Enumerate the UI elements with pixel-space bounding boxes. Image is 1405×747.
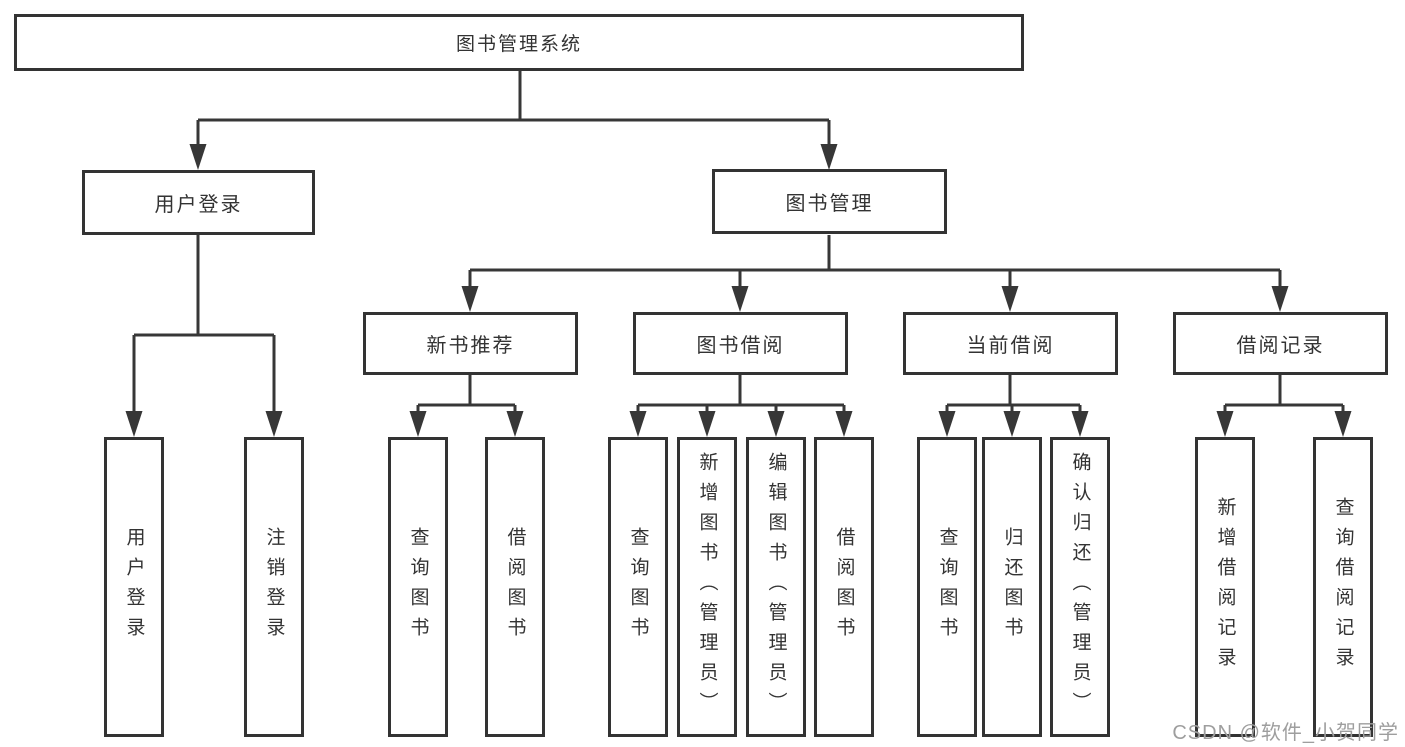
leaf-label: 用户登录 bbox=[123, 527, 145, 647]
node-label: 图书借阅 bbox=[696, 335, 785, 357]
leaf-label: 查询图书 bbox=[627, 527, 649, 647]
leaf-label: 查询图书 bbox=[936, 527, 958, 647]
node-root-system: 图书管理系统 bbox=[14, 14, 1024, 71]
branch-book-borrowing bbox=[629, 375, 853, 437]
node-new-book-recommendation: 新书推荐 bbox=[363, 312, 578, 375]
leaf-label: 查询图书 bbox=[407, 527, 429, 647]
leaf-query-borrow-record: 查询借阅记录 bbox=[1313, 437, 1373, 737]
leaf-add-book-admin: 新增图书（管理员） bbox=[677, 437, 737, 737]
branch-user-login bbox=[125, 235, 283, 437]
leaf-label: 查询借阅记录 bbox=[1332, 497, 1354, 677]
node-borrowing-records: 借阅记录 bbox=[1173, 312, 1388, 375]
leaf-label: 编辑图书（管理员） bbox=[765, 452, 787, 722]
leaf-logout: 注销登录 bbox=[244, 437, 304, 737]
leaf-return-books: 归还图书 bbox=[982, 437, 1042, 737]
node-label: 用户登录 bbox=[154, 194, 243, 216]
branch-book-management bbox=[461, 235, 1289, 312]
node-label: 图书管理 bbox=[785, 193, 874, 215]
branch-current-borrowing bbox=[938, 375, 1089, 437]
node-label: 图书管理系统 bbox=[455, 34, 582, 55]
node-user-login: 用户登录 bbox=[82, 170, 315, 235]
leaf-label: 确认归还（管理员） bbox=[1069, 452, 1091, 722]
leaf-label: 新增图书（管理员） bbox=[696, 452, 718, 722]
node-current-borrowing: 当前借阅 bbox=[903, 312, 1118, 375]
leaf-label: 新增借阅记录 bbox=[1214, 497, 1236, 677]
leaf-query-books-borrow: 查询图书 bbox=[608, 437, 668, 737]
leaf-query-books-recommend: 查询图书 bbox=[388, 437, 448, 737]
node-label: 新书推荐 bbox=[426, 335, 515, 357]
node-label: 当前借阅 bbox=[966, 335, 1055, 357]
branch-new-book-recommendation bbox=[409, 375, 524, 437]
leaf-add-borrow-record: 新增借阅记录 bbox=[1195, 437, 1255, 737]
leaf-edit-book-admin: 编辑图书（管理员） bbox=[746, 437, 806, 737]
branch-borrowing-records bbox=[1216, 375, 1352, 437]
leaf-label: 借阅图书 bbox=[833, 527, 855, 647]
leaf-user-login: 用户登录 bbox=[104, 437, 164, 737]
leaf-borrow-books: 借阅图书 bbox=[814, 437, 874, 737]
leaf-confirm-return-admin: 确认归还（管理员） bbox=[1050, 437, 1110, 737]
node-label: 借阅记录 bbox=[1236, 335, 1325, 357]
node-book-management: 图书管理 bbox=[712, 169, 947, 234]
leaf-query-books-current: 查询图书 bbox=[917, 437, 977, 737]
csdn-watermark: CSDN @软件_小贺同学 bbox=[1172, 722, 1399, 744]
leaf-label: 借阅图书 bbox=[504, 527, 526, 647]
node-book-borrowing: 图书借阅 bbox=[633, 312, 848, 375]
leaf-label: 注销登录 bbox=[263, 527, 285, 647]
leaf-label: 归还图书 bbox=[1001, 527, 1023, 647]
leaf-borrow-books-recommend: 借阅图书 bbox=[485, 437, 545, 737]
branch-root bbox=[189, 70, 838, 170]
